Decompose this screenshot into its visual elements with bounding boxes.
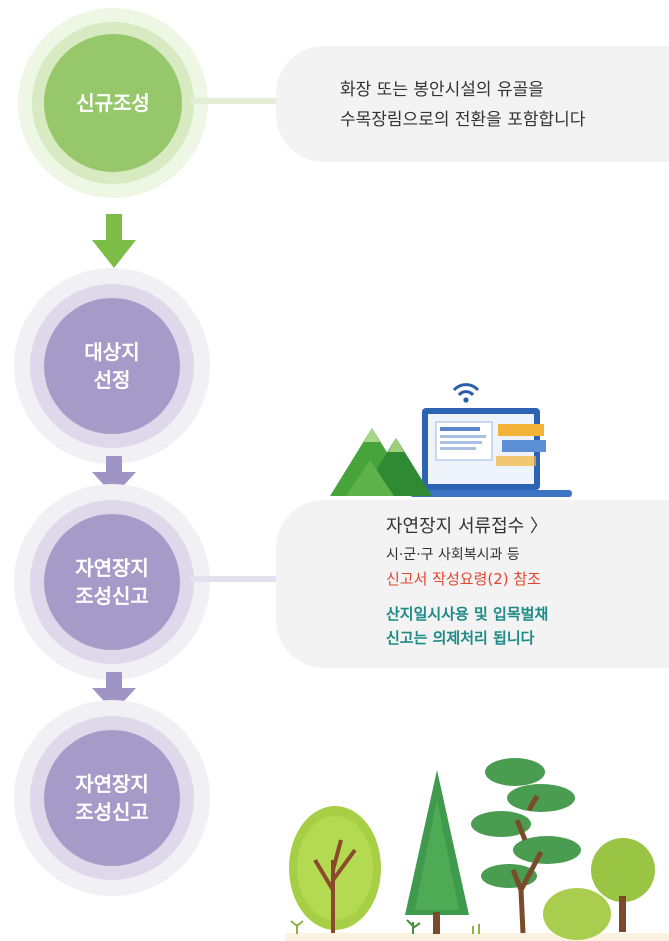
card2-ref: 신고서 작성요령(2) 참조	[386, 570, 541, 588]
step3-label-line1: 자연장지	[75, 556, 149, 580]
step3-connector	[190, 576, 310, 582]
laptop-mountain-illustration	[330, 383, 572, 497]
laptop-icon	[410, 408, 572, 497]
arrow-down-green-icon	[92, 214, 136, 268]
info-card-filing: 자연장지 서류접수 〉 시·군·구 사회복시과 등 신고서 작성요령(2) 참조…	[276, 500, 669, 668]
step4-circle: 자연장지 조성신고	[44, 730, 180, 866]
step2-label-line2: 선정	[93, 368, 131, 392]
wifi-icon	[452, 383, 480, 403]
step1-label: 신규조성	[76, 91, 150, 115]
step1-connector	[190, 98, 308, 104]
card2-note1: 산지일시사용 및 입목벌채	[386, 605, 549, 623]
step1-circle: 신규조성	[44, 34, 182, 172]
step3-circle: 자연장지 조성신고	[44, 514, 180, 650]
step2-label-line1: 대상지	[84, 340, 140, 364]
step4-label-line1: 자연장지	[75, 772, 149, 796]
step4-label-line2: 조성신고	[75, 800, 149, 824]
card1-line2: 수목장림으로의 전환을 포함합니다	[340, 110, 586, 130]
card1-line1: 화장 또는 봉안시설의 유골을	[340, 80, 544, 100]
card2-note2: 신고는 의제처리 됩니다	[386, 629, 535, 647]
tree-illustration	[285, 758, 669, 941]
mountain-icon	[330, 428, 432, 496]
info-card-conversion: 화장 또는 봉안시설의 유골을 수목장림으로의 전환을 포함합니다	[276, 46, 669, 162]
card2-heading: 자연장지 서류접수 〉	[386, 516, 548, 537]
step3-label-line2: 조성신고	[75, 584, 149, 608]
card2-sub: 시·군·구 사회복시과 등	[386, 547, 520, 563]
step2-circle: 대상지 선정	[44, 298, 180, 434]
